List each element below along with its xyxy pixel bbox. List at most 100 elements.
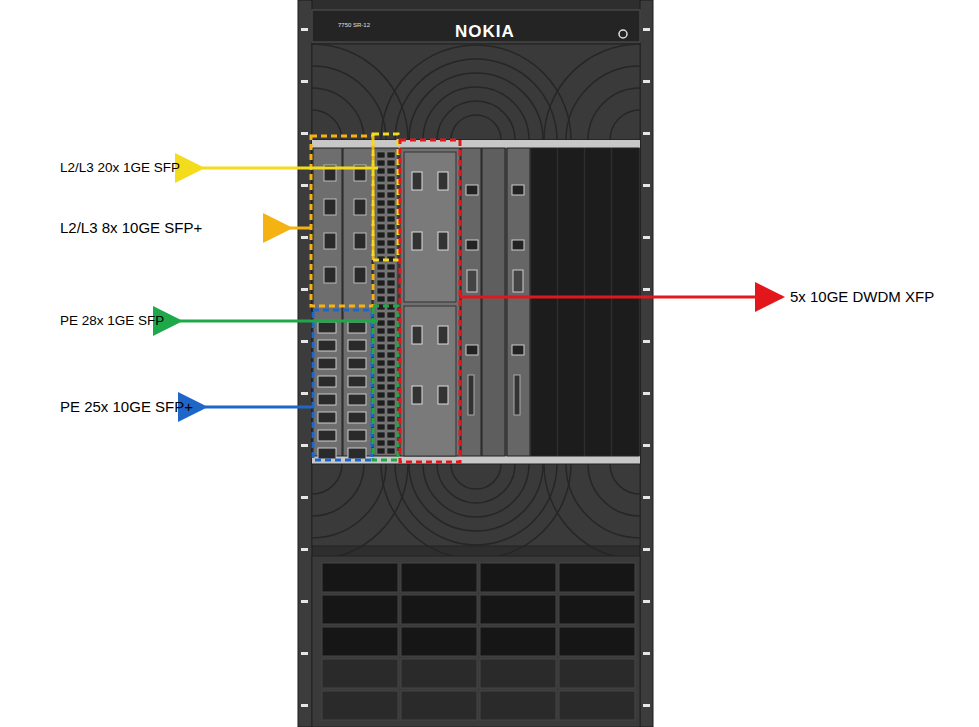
port — [387, 232, 395, 238]
fan-arc — [312, 464, 364, 516]
fan-arc — [476, 87, 529, 140]
grille-cell — [401, 691, 477, 720]
cage-rail — [312, 140, 640, 148]
port — [377, 368, 385, 374]
callout-label: L2/L3 8x 10GE SFP+ — [60, 219, 202, 237]
fan-arc — [544, 44, 640, 140]
port — [387, 272, 395, 278]
callout-arrow — [180, 320, 378, 323]
fan-arc — [476, 464, 515, 503]
rail-hole — [301, 652, 308, 655]
port — [377, 248, 385, 254]
grille-cell — [480, 627, 556, 656]
port — [438, 386, 448, 404]
port — [466, 240, 478, 250]
port — [377, 360, 385, 366]
grille-cell — [322, 563, 398, 592]
rail-hole — [301, 132, 308, 135]
port — [387, 168, 395, 174]
port — [377, 288, 385, 294]
grille-cell — [480, 595, 556, 624]
port — [318, 412, 336, 423]
rail-hole — [301, 444, 308, 447]
mda — [404, 152, 456, 302]
port — [387, 240, 395, 246]
port — [348, 358, 366, 369]
port — [377, 232, 385, 238]
rail-hole — [301, 704, 308, 707]
port — [377, 344, 385, 350]
line-card — [313, 148, 342, 456]
card-cage — [312, 140, 640, 464]
fan-arc — [476, 115, 501, 140]
port — [412, 386, 422, 404]
port — [324, 267, 336, 283]
port — [354, 267, 366, 283]
rail-hole — [643, 184, 650, 187]
port — [412, 232, 422, 250]
port — [387, 384, 395, 390]
port — [512, 185, 524, 195]
fan-arc — [566, 66, 640, 140]
line-card — [461, 148, 481, 456]
callout-arrow — [205, 406, 313, 409]
highlight-box — [373, 306, 398, 460]
port — [377, 448, 385, 454]
port — [387, 216, 395, 222]
port — [387, 264, 395, 270]
callout-label: PE 28x 1GE SFP — [60, 312, 164, 330]
port — [377, 384, 385, 390]
port — [438, 232, 448, 250]
port — [348, 376, 366, 387]
port — [438, 172, 448, 190]
grille-cell — [401, 595, 477, 624]
fan-tray — [312, 464, 640, 546]
port — [387, 176, 395, 182]
port — [438, 326, 448, 344]
fan-arc — [312, 66, 386, 140]
port — [377, 216, 385, 222]
port — [387, 352, 395, 358]
port — [468, 375, 474, 415]
rail-hole — [301, 236, 308, 239]
rail-hole — [301, 392, 308, 395]
port — [512, 345, 524, 355]
grille-cell — [480, 659, 556, 688]
port — [377, 352, 385, 358]
rack-frame — [298, 0, 653, 727]
line-card — [612, 148, 639, 456]
grille-cell — [401, 627, 477, 656]
port — [387, 280, 395, 286]
port — [377, 328, 385, 334]
fan-arc — [476, 464, 529, 517]
port — [377, 392, 385, 398]
highlight-box — [313, 310, 372, 460]
fan-arc — [610, 110, 640, 140]
fan-arc — [423, 87, 476, 140]
port — [387, 224, 395, 230]
port — [377, 280, 385, 286]
port — [348, 412, 366, 423]
port — [377, 440, 385, 446]
port — [377, 312, 385, 318]
port — [387, 200, 395, 206]
port — [377, 320, 385, 326]
grille-cell — [480, 691, 556, 720]
port — [387, 408, 395, 414]
fan-arc — [312, 464, 408, 560]
fan-arc — [566, 464, 640, 538]
line-card — [343, 148, 372, 456]
rack-rail — [298, 0, 312, 727]
port — [377, 400, 385, 406]
port — [377, 160, 385, 166]
rail-hole — [301, 184, 308, 187]
port — [514, 375, 520, 415]
grille-cell — [559, 659, 635, 688]
port — [512, 240, 524, 250]
rail-hole — [643, 444, 650, 447]
fan-arc — [476, 101, 515, 140]
grille-cell — [559, 691, 635, 720]
callout-arrow — [202, 167, 378, 170]
